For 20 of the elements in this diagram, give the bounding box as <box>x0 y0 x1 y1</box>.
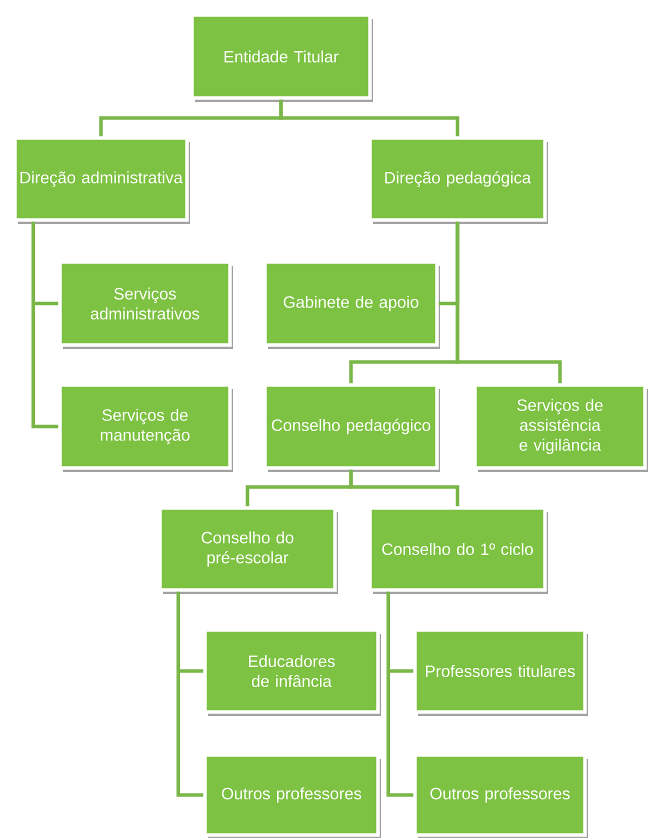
org-box: Conselho do pré-escolar <box>158 506 338 594</box>
org-box: Conselho pedagógico <box>263 383 440 472</box>
org-box: Serviços de manutenção <box>58 383 233 472</box>
org-box: Direção pedagógica <box>368 136 548 224</box>
connector-line <box>32 222 58 428</box>
org-box: Gabinete de apoio <box>263 260 440 349</box>
org-box: Serviços de assistência e vigilância <box>473 383 648 472</box>
connector-line <box>349 470 460 506</box>
org-box: Educadores de infância <box>203 628 381 716</box>
connector-line <box>176 592 204 797</box>
connector-line <box>456 222 562 384</box>
org-box: Direção administrativa <box>13 136 190 224</box>
org-box: Outros professores <box>203 753 381 838</box>
org-box: Entidade Titular <box>190 13 373 102</box>
org-box: Conselho do 1º ciclo <box>368 506 548 594</box>
org-box: Outros professores <box>413 753 588 838</box>
org-box: Professores titulares <box>413 628 588 716</box>
org-box: Serviços administrativos <box>58 260 233 349</box>
connector-line <box>386 592 414 797</box>
connector-line <box>279 100 460 136</box>
